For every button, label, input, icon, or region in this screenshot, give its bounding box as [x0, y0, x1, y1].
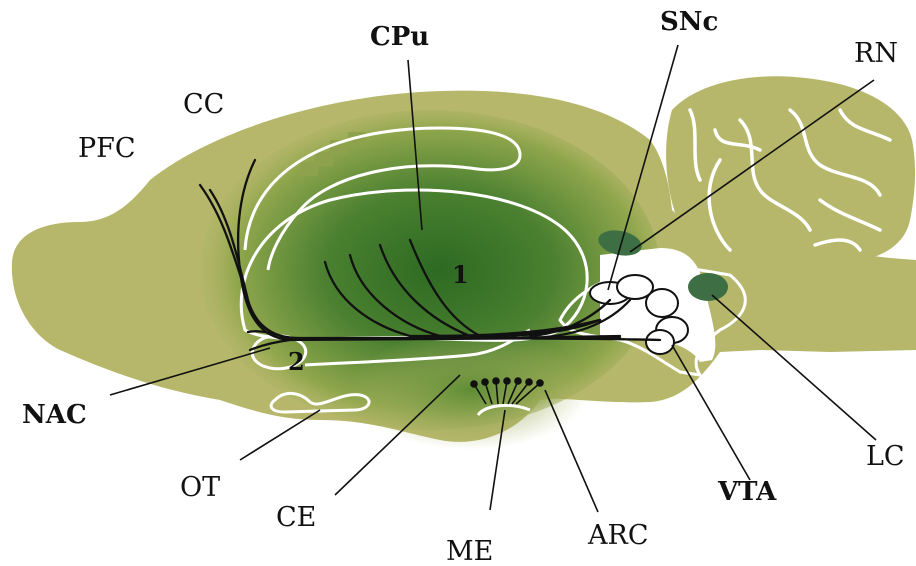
label-ce: CE — [276, 502, 316, 533]
label-cpu: CPu — [370, 22, 429, 52]
ventral-shading — [350, 330, 590, 450]
label-pathway-2: 2 — [288, 347, 305, 376]
label-pfc: PFC — [78, 133, 136, 164]
label-arc: ARC — [587, 520, 649, 551]
label-nac: NAC — [22, 400, 87, 430]
label-pathway-1: 1 — [452, 260, 469, 289]
label-lc: LC — [866, 441, 905, 472]
label-me: ME — [446, 536, 493, 566]
label-vta: VTA — [717, 477, 777, 507]
label-rn: RN — [854, 38, 898, 69]
label-ot: OT — [180, 472, 220, 503]
label-cc: CC — [183, 89, 224, 120]
label-snc: SNc — [660, 7, 718, 37]
lc-nucleus — [688, 273, 728, 301]
cerebellum — [666, 76, 915, 262]
